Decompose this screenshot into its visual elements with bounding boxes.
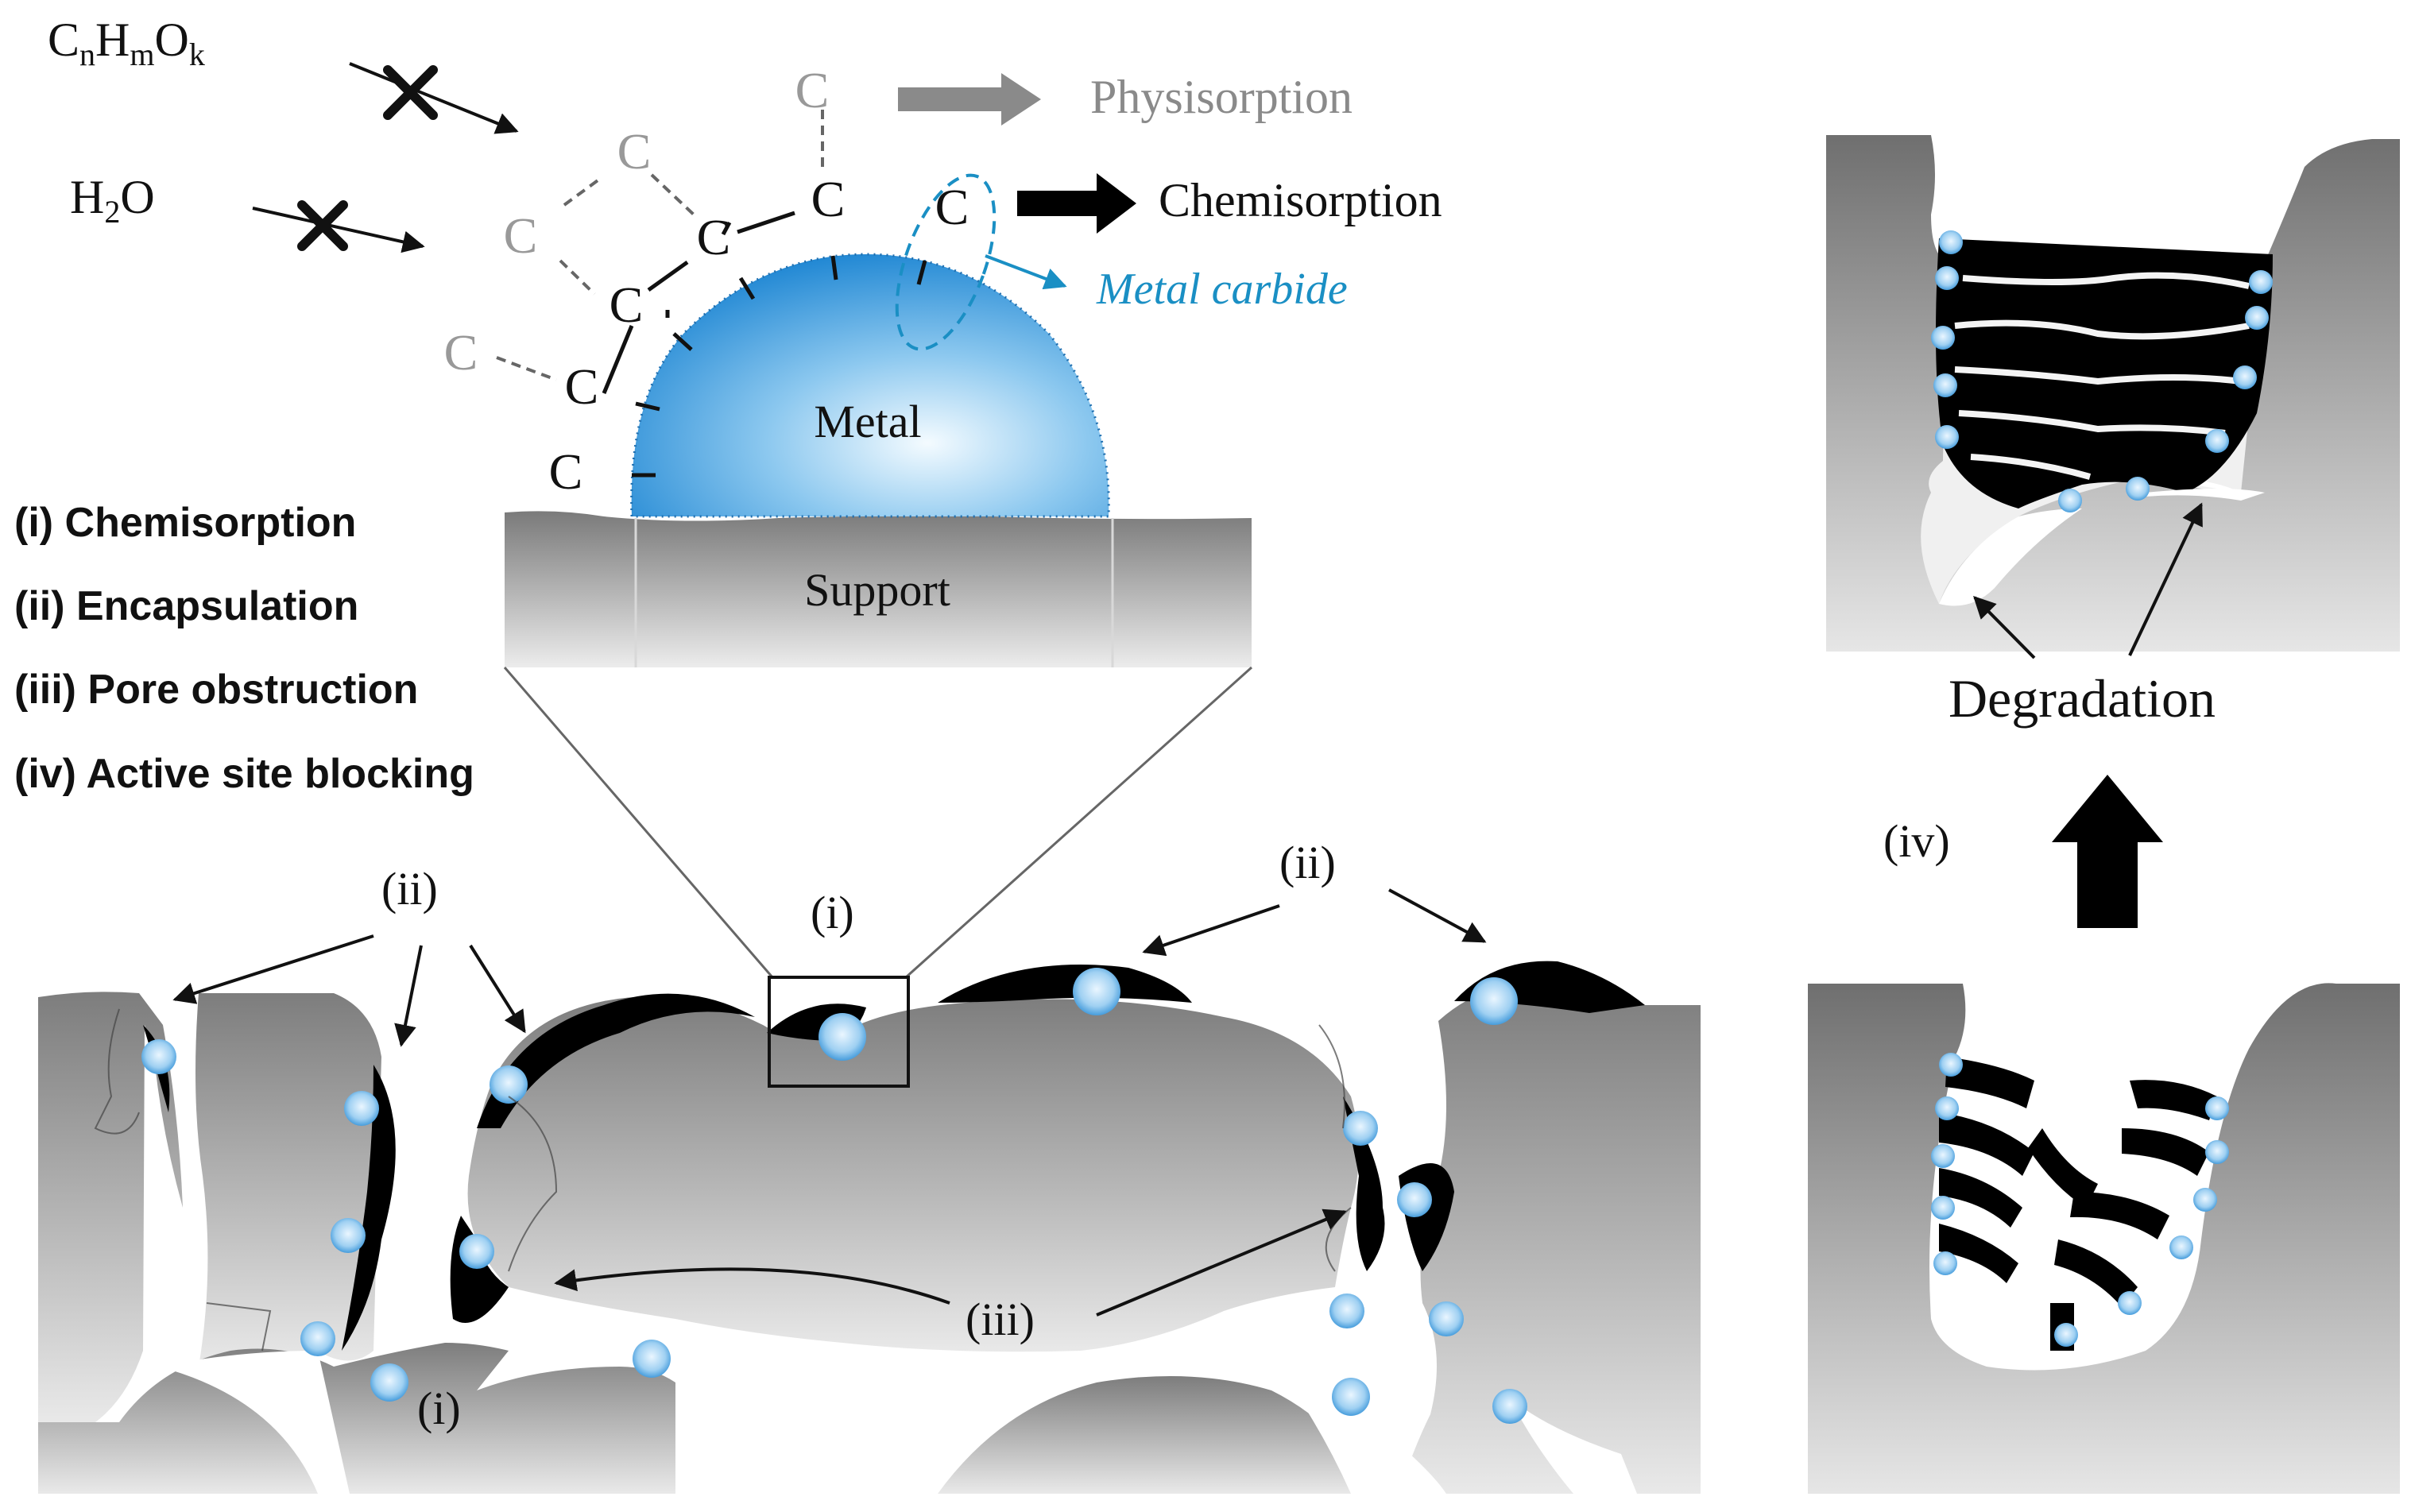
- metal-particles: [1931, 230, 2273, 512]
- zoom-line-left: [503, 667, 774, 978]
- support-grain: [938, 1376, 1399, 1494]
- physisorption-arrow: [898, 73, 1041, 126]
- metal-label: Metal: [814, 396, 921, 447]
- marker-ii-left: (ii): [381, 863, 438, 915]
- metal-carbide-arrow: [985, 254, 1067, 290]
- carbon-atom: C: [504, 207, 538, 264]
- hydrocarbon-formula: CnHmOk: [48, 14, 205, 72]
- carbon-atom: C: [935, 179, 969, 235]
- carbon-atom: C: [610, 276, 644, 333]
- metal-particle: [630, 253, 1110, 518]
- marker-iv: (iv): [1883, 815, 1950, 867]
- marker-i-top: (i): [811, 887, 854, 938]
- legend-item-iv: (iv) Active site blocking: [14, 751, 474, 797]
- chain-bonds-dashed: [496, 110, 824, 381]
- support-grain: [38, 992, 183, 1422]
- pore: [159, 1351, 350, 1494]
- blocked-arrow-hydrocarbon: [349, 62, 519, 134]
- marker-arrows: [172, 888, 1487, 1317]
- physisorption-label: Physisorption: [1090, 71, 1353, 123]
- legend-item-iii: (iii) Pore obstruction: [14, 667, 419, 713]
- coke-mass: [1936, 238, 2273, 509]
- cross-icon: [297, 200, 348, 251]
- carbon-atom: C: [444, 324, 478, 381]
- support-grain: [1399, 985, 1701, 1494]
- carbon-atom: C: [549, 443, 583, 500]
- chemisorption-arrow: [1017, 173, 1136, 234]
- zoom-box: [768, 976, 910, 1088]
- zoom-inset: Metal Support C C: [48, 14, 1442, 979]
- pore: [1271, 1359, 1446, 1494]
- support-label: Support: [804, 564, 950, 616]
- support-grain: [467, 996, 1359, 1352]
- blocked-arrow-water: [252, 207, 425, 253]
- pore-before: [1808, 983, 2400, 1494]
- up-arrow: [2052, 775, 2163, 928]
- chemisorption-label: Chemisorption: [1159, 174, 1442, 226]
- metal-carbide-label: Metal carbide: [1096, 265, 1348, 314]
- legend-item-ii: (ii) Encapsulation: [14, 583, 359, 629]
- carbon-atom: C: [565, 358, 599, 415]
- catalyst-cross-section: [38, 961, 1701, 1494]
- marker-i-bottom: (i): [417, 1382, 461, 1434]
- coke-strands: [1939, 1057, 2217, 1351]
- degradation-arrow: [1973, 596, 2036, 659]
- carbon-atom: C: [811, 171, 846, 227]
- surface-bonds: [632, 255, 927, 478]
- carbon-atom: C: [697, 209, 731, 265]
- support-block: [505, 511, 1252, 667]
- metal-carbide-outline: [895, 173, 997, 351]
- chain-bonds-dark: [602, 211, 795, 394]
- marker-ii-right: (ii): [1279, 837, 1336, 888]
- carbon-atom: C: [617, 123, 652, 180]
- coke-strand-gaps: [1954, 272, 2250, 480]
- markers: (ii) (i) (ii) (iii) (i): [381, 837, 1336, 1434]
- carbon-atom: C: [795, 62, 830, 118]
- degradation-arrow: [2128, 502, 2203, 656]
- marker-iii: (iii): [966, 1294, 1035, 1345]
- pore-after: [1826, 135, 2400, 659]
- zoom-line-right: [904, 666, 1253, 979]
- support-grain: [195, 993, 381, 1367]
- cross-icon: [383, 65, 438, 120]
- metal-particles: [1931, 1053, 2229, 1347]
- legend-item-i: (i) Chemisorption: [14, 500, 357, 546]
- water-formula: H2O: [70, 171, 155, 230]
- pore: [1510, 1398, 1637, 1494]
- degradation-label: Degradation: [1949, 668, 2216, 729]
- metal-particles: [141, 968, 1527, 1424]
- support-grain: [38, 1343, 675, 1494]
